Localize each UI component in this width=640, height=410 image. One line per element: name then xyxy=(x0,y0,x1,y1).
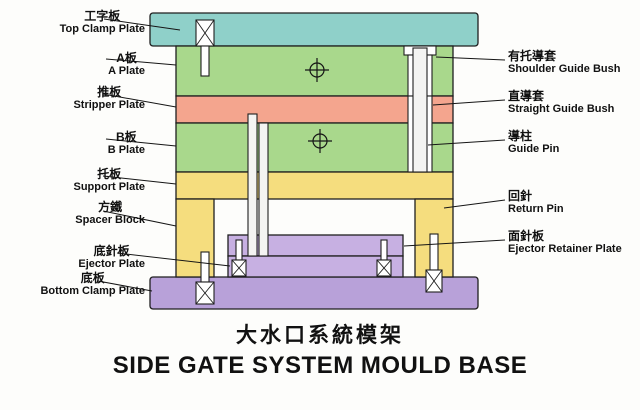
guide-pin xyxy=(412,47,428,173)
label-guide-pin-en: Guide Pin xyxy=(508,142,560,155)
support-plate xyxy=(175,171,454,200)
stripper-plate xyxy=(175,95,454,124)
label-support-plate: 托板 Support Plate xyxy=(73,168,145,193)
label-shoulder-guide-bush: 有托導套 Shoulder Guide Bush xyxy=(508,50,620,75)
diagram-title-english: SIDE GATE SYSTEM MOULD BASE xyxy=(112,352,528,379)
screw-shaft xyxy=(380,239,388,261)
leader-support-plate xyxy=(102,175,177,185)
label-guide-pin-cn: 導柱 xyxy=(508,129,533,143)
leader-return-pin xyxy=(443,199,506,209)
leader-ejector-plate xyxy=(116,252,231,267)
return-pin-group xyxy=(247,113,269,257)
label-bottom-clamp-plate: 底板 Bottom Clamp Plate xyxy=(40,272,145,297)
leader-stripper-plate xyxy=(102,93,177,108)
label-ejector-retainer-plate-cn: 面針板 xyxy=(508,229,545,243)
hatch-line xyxy=(195,281,215,305)
label-ejector-plate-en: Ejector Plate xyxy=(78,257,145,270)
label-top-clamp-plate-cn: 工字板 xyxy=(84,9,121,23)
guide-bush-pin-assembly xyxy=(403,45,437,173)
label-return-pin: 回針 Return Pin xyxy=(508,190,564,215)
diagram-title: 大水口系統模架 SIDE GATE SYSTEM MOULD BASE xyxy=(0,319,640,380)
label-support-plate-en: Support Plate xyxy=(73,180,145,193)
ejector-screw-left xyxy=(231,239,247,277)
screw-shaft xyxy=(235,239,243,261)
leader-top-clamp-plate xyxy=(103,18,181,31)
label-top-clamp-plate: 工字板 Top Clamp Plate xyxy=(60,10,145,35)
stripper-pull-pin xyxy=(247,113,258,257)
screw-shaft xyxy=(200,251,210,283)
return-pin xyxy=(258,122,269,257)
leader-shoulder-guide-bush xyxy=(435,56,506,61)
hatch-line xyxy=(376,259,392,277)
label-a-plate-en: A Plate xyxy=(108,64,145,77)
label-a-plate-cn: A板 xyxy=(116,51,137,65)
label-bottom-clamp-plate-cn: 底板 xyxy=(80,271,105,285)
leader-straight-guide-bush xyxy=(432,99,506,106)
leader-ejector-retainer-plate xyxy=(403,239,506,247)
label-ejector-retainer-plate: 面針板 Ejector Retainer Plate xyxy=(508,230,622,255)
label-spacer-block-en: Spacer Block xyxy=(75,213,145,226)
spacer-screw-right xyxy=(425,233,443,293)
label-a-plate: A板 A Plate xyxy=(108,52,145,77)
diagram-title-chinese: 大水口系統模架 xyxy=(236,324,404,347)
label-b-plate-cn: B板 xyxy=(116,130,137,144)
hatch-line xyxy=(425,269,443,293)
leader-b-plate xyxy=(105,138,177,147)
leader-bottom-clamp-plate xyxy=(97,280,153,292)
label-stripper-plate-en: Stripper Plate xyxy=(73,98,145,111)
leader-spacer-block xyxy=(102,210,177,227)
hatch-line xyxy=(195,19,215,47)
label-shoulder-guide-bush-en: Shoulder Guide Bush xyxy=(508,62,621,75)
label-shoulder-guide-bush-cn: 有托導套 xyxy=(508,49,557,63)
cap-screw-bottom-left xyxy=(195,251,215,305)
cap-screw-top-left xyxy=(195,19,215,77)
leader-guide-pin xyxy=(427,139,506,146)
label-return-pin-en: Return Pin xyxy=(508,202,564,215)
leader-a-plate xyxy=(105,58,177,66)
screw-shaft xyxy=(429,233,439,271)
label-return-pin-cn: 回針 xyxy=(508,189,533,203)
center-hole-symbol-a-plate xyxy=(305,58,329,82)
label-spacer-block: 方鐵 Spacer Block xyxy=(75,201,145,226)
label-straight-guide-bush: 直導套 Straight Guide Bush xyxy=(508,90,614,115)
label-stripper-plate: 推板 Stripper Plate xyxy=(73,86,145,111)
label-stripper-plate-cn: 推板 xyxy=(97,85,122,99)
label-guide-pin: 導柱 Guide Pin xyxy=(508,130,559,155)
ejector-screw-right xyxy=(376,239,392,277)
center-hole-symbol-b-plate xyxy=(308,129,332,153)
b-plate xyxy=(175,122,454,173)
label-b-plate-en: B Plate xyxy=(107,143,145,156)
label-support-plate-cn: 托板 xyxy=(97,167,122,181)
label-ejector-plate-cn: 底針板 xyxy=(93,244,130,258)
label-b-plate: B板 B Plate xyxy=(108,131,145,156)
label-spacer-block-cn: 方鐵 xyxy=(98,200,123,214)
screw-shaft xyxy=(200,45,210,77)
label-bottom-clamp-plate-en: Bottom Clamp Plate xyxy=(40,284,145,297)
label-ejector-retainer-plate-en: Ejector Retainer Plate xyxy=(508,242,622,255)
label-ejector-plate: 底針板 Ejector Plate xyxy=(78,245,145,270)
label-straight-guide-bush-en: Straight Guide Bush xyxy=(508,102,615,115)
hatch-line xyxy=(231,259,247,277)
label-top-clamp-plate-en: Top Clamp Plate xyxy=(59,22,145,35)
label-straight-guide-bush-cn: 直導套 xyxy=(508,89,545,103)
ejector-plate xyxy=(227,255,404,278)
